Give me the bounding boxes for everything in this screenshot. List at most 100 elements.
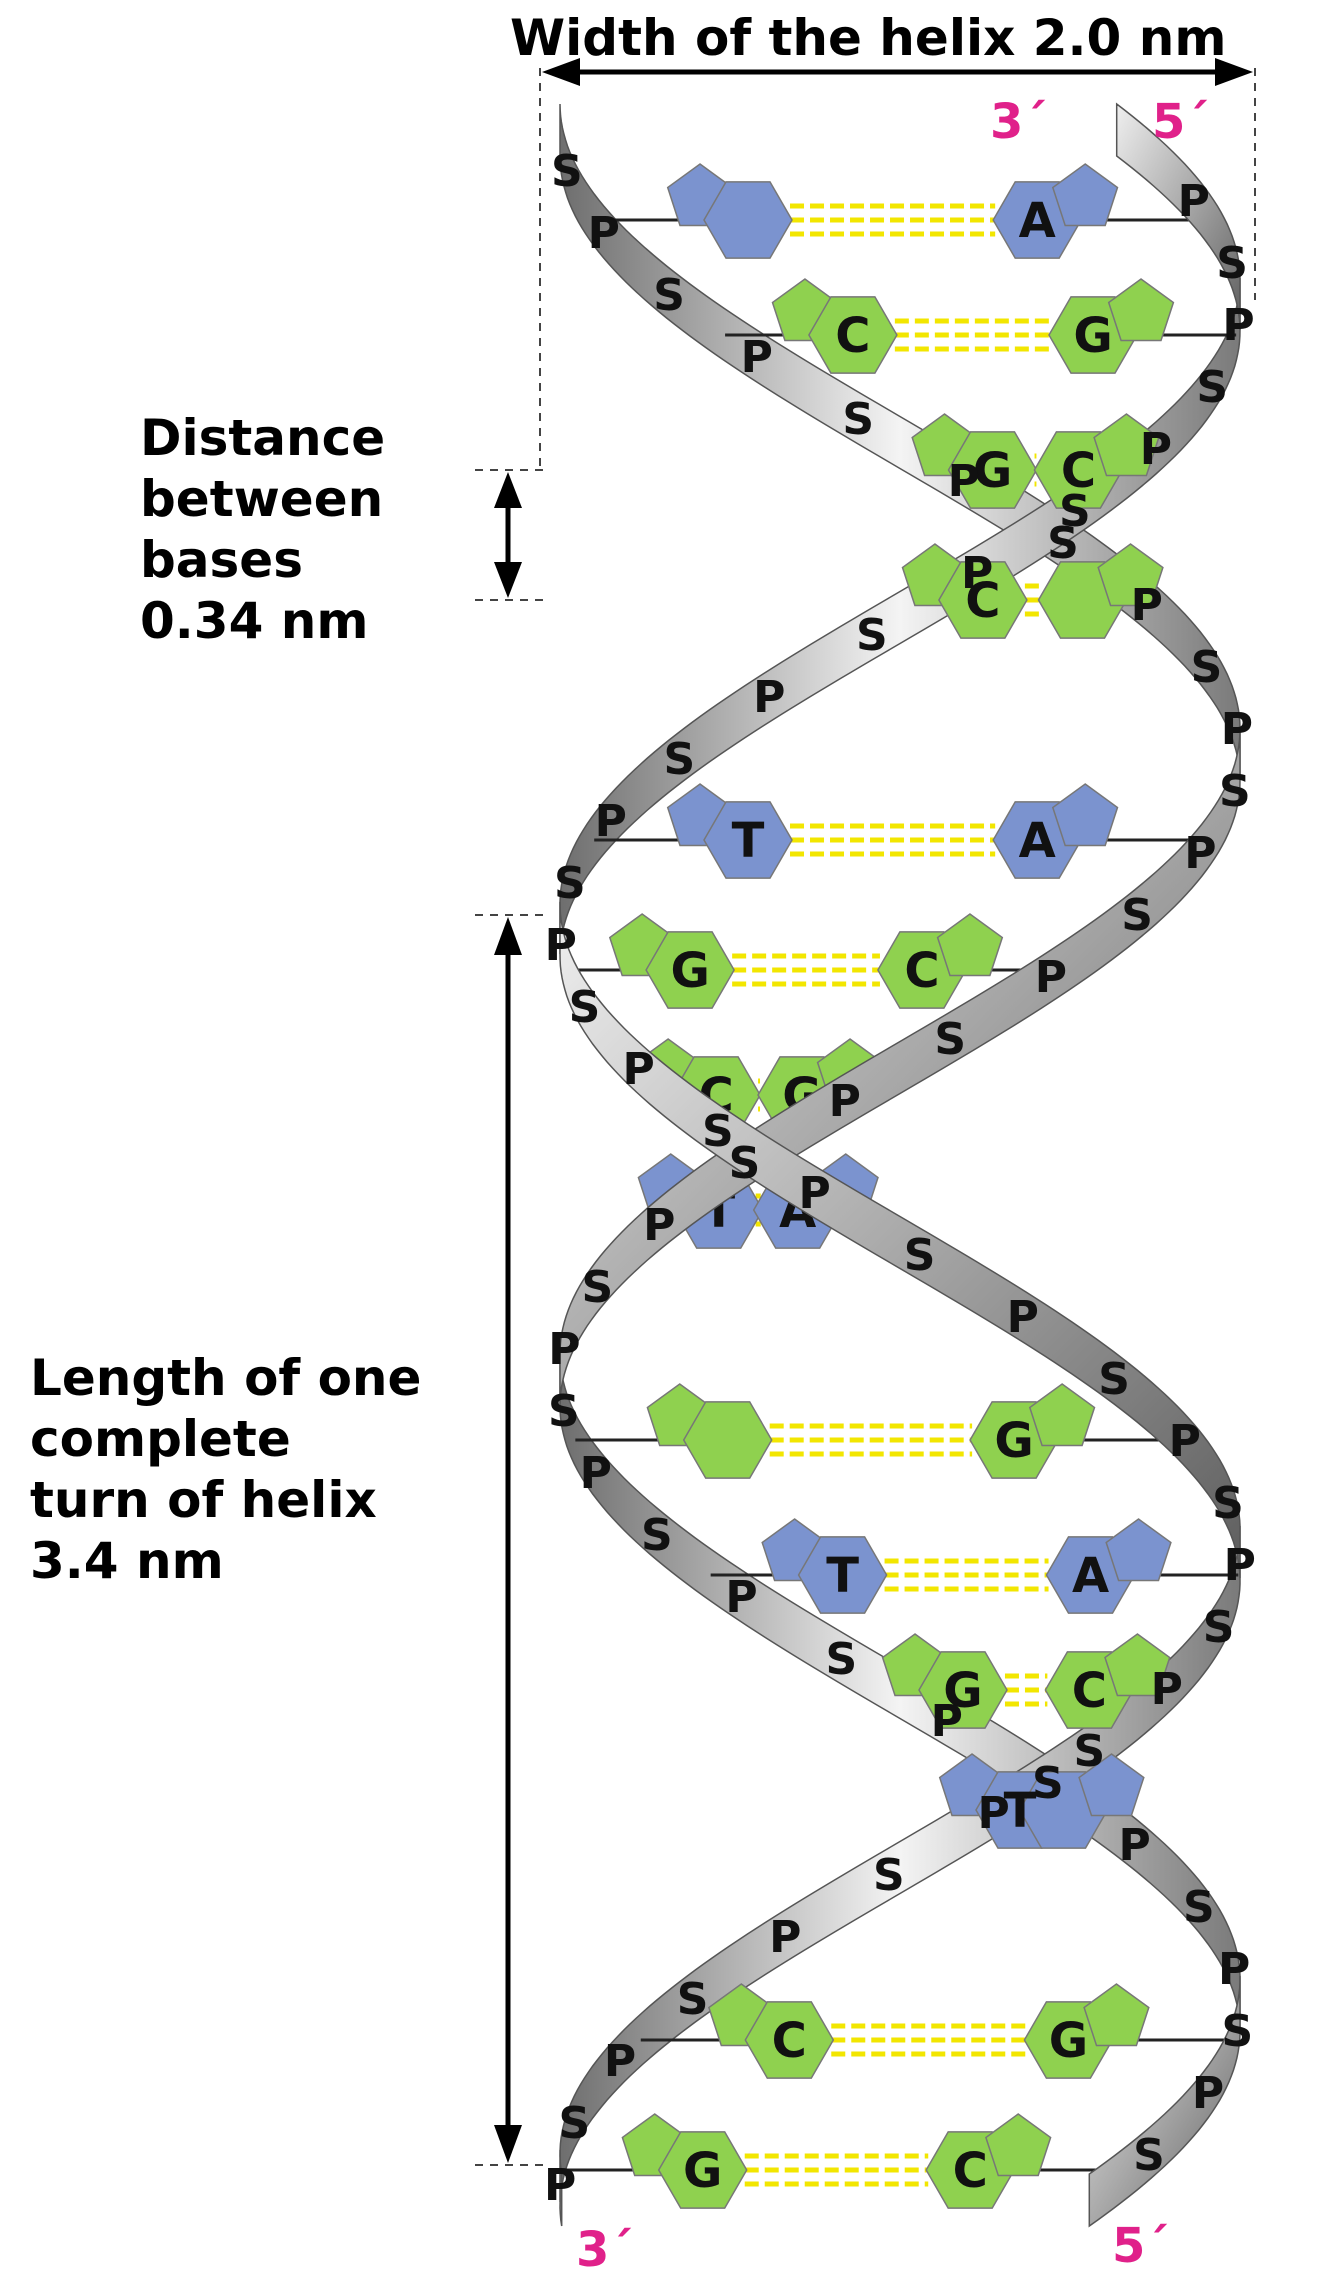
- base-letter-left: G: [670, 943, 709, 999]
- sugar-label: S: [1133, 2130, 1165, 2181]
- front-backbone-ribbons: [559, 102, 1241, 2228]
- sugar-label: S: [1191, 642, 1223, 693]
- base-letter-right: G: [1073, 308, 1112, 364]
- phosphate-label: P: [977, 1788, 1009, 1839]
- sugar-label: S: [548, 1386, 580, 1437]
- base-letter-right: C: [904, 943, 939, 999]
- phosphate-label: P: [1007, 1292, 1039, 1343]
- base-ring-right-pentagon: [1105, 1518, 1172, 1582]
- phosphate-label: P: [580, 1448, 612, 1499]
- sugar-label: S: [842, 394, 874, 445]
- helix-width-label: Width of the helix 2.0 nm: [510, 9, 1227, 67]
- base-letter-left: G: [973, 443, 1012, 499]
- phosphate-label: P: [545, 920, 577, 971]
- phosphate-label: P: [931, 1696, 963, 1747]
- phosphate-label: P: [595, 796, 627, 847]
- sugar-label: S: [934, 1014, 966, 1065]
- sugar-phosphate-labels: SPSPSPSPSPSPSPSPSPSPSPSPSPSPSPSPSPSPSPSP…: [544, 146, 1256, 2211]
- sugar-label: S: [1183, 1882, 1215, 1933]
- phosphate-label: P: [829, 1076, 861, 1127]
- phosphate-label: P: [643, 1200, 675, 1251]
- base-letter-left: C: [772, 2013, 807, 2069]
- sugar-label: S: [856, 610, 888, 661]
- base-ring-left: [744, 2001, 835, 2079]
- phosphate-label: P: [588, 208, 620, 259]
- sugar-label: S: [664, 734, 696, 785]
- phosphate-label: P: [548, 1324, 580, 1375]
- sugar-label: S: [1196, 362, 1228, 413]
- sugar-label: S: [1073, 1726, 1105, 1777]
- base-ring-right-pentagon: [1083, 1983, 1150, 2047]
- phosphate-label: P: [1035, 952, 1067, 1003]
- base-ring-left: [703, 181, 793, 259]
- base-ring-left: [682, 1401, 773, 1479]
- strand-end-top-left: 3´: [990, 94, 1048, 150]
- base-ring-right-pentagon: [1028, 1383, 1096, 1447]
- sugar-label: S: [558, 2098, 590, 2149]
- sugar-label: S: [729, 1138, 761, 1189]
- base-ring-left: [797, 1536, 888, 1614]
- phosphate-label: P: [1118, 1820, 1150, 1871]
- backbone-ribbon-b-front-1: [559, 901, 1241, 1579]
- dimension-guides: [475, 58, 1256, 2166]
- phosphate-label: P: [741, 332, 773, 383]
- distance-arrow-head-bottom: [494, 562, 522, 598]
- backbone-ribbon-a-front-0: [559, 727, 1241, 1405]
- phosphate-label: P: [753, 672, 785, 723]
- base-letter-right: C: [1061, 443, 1096, 499]
- phosphate-label: P: [1222, 300, 1254, 351]
- width-arrow-head-right: [1215, 58, 1253, 86]
- sugar-label: S: [904, 1230, 936, 1281]
- base-letter-right: A: [1019, 813, 1056, 869]
- backbone-ribbon-b-front-0: [1115, 102, 1241, 331]
- phosphate-label: P: [948, 456, 980, 507]
- phosphate-label: P: [544, 2160, 576, 2211]
- sugar-label: S: [1212, 1478, 1244, 1529]
- base-pair-3: C: [901, 543, 1164, 639]
- sugar-label: S: [1203, 1602, 1235, 1653]
- sugar-label: S: [1121, 890, 1153, 941]
- distance-arrow-head-top: [494, 472, 522, 508]
- phosphate-label: P: [798, 1168, 830, 1219]
- base-letter-left: T: [732, 813, 765, 869]
- phosphate-label: P: [1169, 1416, 1201, 1467]
- phosphate-label: P: [769, 1912, 801, 1963]
- base-ring-right-pentagon: [1107, 278, 1175, 342]
- base-letter-left: G: [943, 1663, 982, 1719]
- base-ring-left: [918, 1651, 1008, 1729]
- backbone-ribbon-a-front-1: [1088, 1976, 1241, 2228]
- base-pair-0: A: [594, 163, 1210, 259]
- sugar-label: S: [1221, 2006, 1253, 2057]
- sugar-label: S: [581, 1262, 613, 1313]
- phosphate-label: P: [1221, 704, 1253, 755]
- helix-turn-length-label: Length of one complete turn of helix 3.4…: [30, 1349, 422, 1590]
- base-ring-right-pentagon: [985, 2113, 1052, 2177]
- base-ring-left: [645, 931, 735, 1009]
- base-pair-8: G: [575, 1383, 1185, 1479]
- base-pair-11: T: [938, 1753, 1145, 1849]
- sugar-label: S: [1219, 766, 1251, 817]
- sugar-label: S: [1032, 1758, 1064, 1809]
- phosphate-label: P: [1140, 424, 1172, 475]
- phosphate-label: P: [1224, 1540, 1256, 1591]
- base-ring-right-pentagon: [936, 913, 1004, 977]
- sugar-label: S: [1047, 518, 1079, 569]
- base-letter-left: G: [683, 2143, 722, 2199]
- base-distance-label: Distance between bases 0.34 nm: [140, 409, 386, 650]
- sugar-label: S: [653, 270, 685, 321]
- phosphate-label: P: [604, 2036, 636, 2087]
- base-ring-right-pentagon: [1093, 413, 1160, 477]
- sugar-label: S: [677, 1974, 709, 2025]
- sugar-label: S: [1098, 1354, 1130, 1405]
- sugar-label: S: [1216, 238, 1248, 289]
- sugar-label: S: [569, 982, 601, 1033]
- phosphate-label: P: [622, 1044, 654, 1095]
- phosphate-label: P: [1192, 2068, 1224, 2119]
- phosphate-label: P: [1184, 828, 1216, 879]
- strand-end-top-right: 5´: [1152, 94, 1210, 150]
